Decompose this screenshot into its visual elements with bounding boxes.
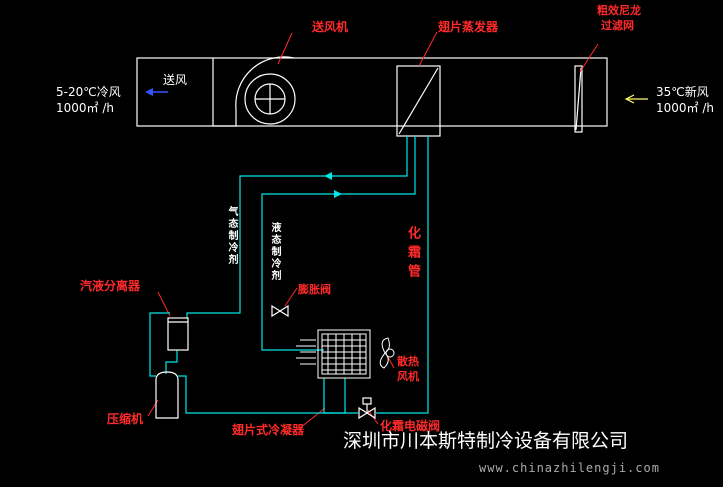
website-url: www.chinazhilengji.com	[479, 461, 660, 475]
fin-evaporator-label: 翅片蒸发器	[438, 20, 499, 34]
defrost-pipe-label: 化霜管	[405, 226, 420, 283]
cooling-fan-symbol	[379, 337, 395, 369]
evaporator-coil	[396, 65, 441, 137]
supply-fan-label: 送风机	[312, 20, 349, 34]
compressor-body	[155, 371, 179, 419]
fan-wheel-outer	[244, 73, 296, 125]
filter-label-line1: 粗效尼龙	[597, 4, 641, 17]
separator-label: 汽液分离器	[80, 279, 141, 293]
filter-screen	[574, 65, 583, 133]
fresh-air-temp-label: 35℃新风	[656, 85, 709, 99]
condenser-airflow	[296, 339, 316, 365]
fan-volute	[213, 56, 295, 127]
fresh-air-flow-label: 1000㎡ /h	[656, 101, 715, 115]
cooling-fan-label-line1: 散热	[397, 355, 419, 368]
ahu-casing	[136, 57, 608, 127]
cold-air-flow-label: 1000㎡ /h	[56, 101, 115, 115]
cooling-fan-label-line2: 风机	[397, 370, 419, 383]
supply-air-label: 送风	[163, 73, 188, 87]
condenser-label: 翅片式冷凝器	[232, 423, 305, 437]
supply-air-arrow	[145, 88, 168, 96]
liquid-separator	[167, 317, 189, 351]
cold-air-temp-label: 5-20℃冷风	[56, 85, 121, 99]
refrigerant-piping	[149, 136, 429, 414]
leader-lines	[147, 31, 599, 429]
expansion-valve-symbol	[271, 304, 289, 318]
flow-arrows	[324, 172, 342, 198]
solenoid-valve-symbol	[358, 397, 376, 420]
expansion-valve-label: 膨胀阀	[298, 283, 331, 296]
air-handling-unit	[136, 56, 608, 137]
company-name: 深圳市川本斯特制冷设备有限公司	[343, 430, 629, 452]
solenoid-valve-label: 化霜电磁阀	[380, 419, 441, 433]
compressor-label: 压缩机	[107, 412, 144, 426]
fresh-air-arrow	[624, 94, 648, 104]
liquid-refrigerant-label: 液态制冷剂	[269, 222, 280, 282]
fin-condenser	[317, 329, 371, 379]
filter-label-line2: 过滤网	[601, 19, 634, 32]
gas-refrigerant-label: 气态制冷剂	[226, 206, 237, 266]
